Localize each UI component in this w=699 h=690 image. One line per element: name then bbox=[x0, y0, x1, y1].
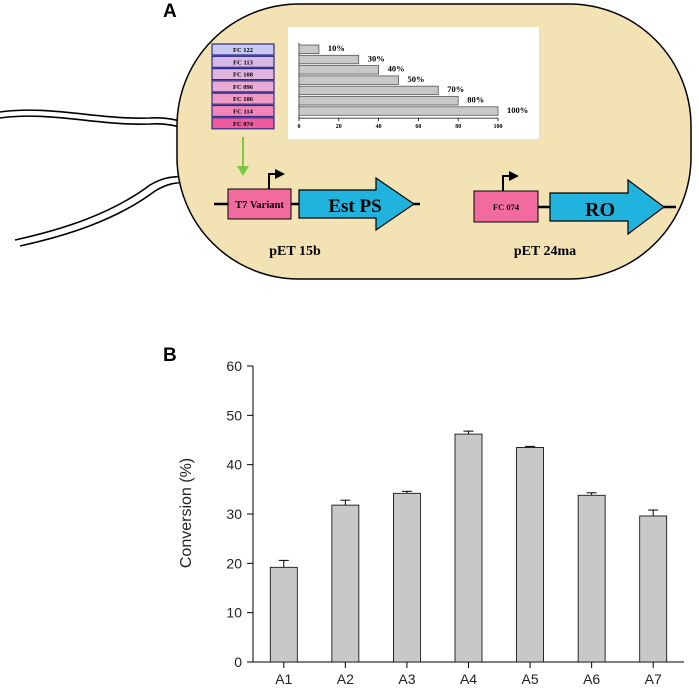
inset-x-tick-label: 80 bbox=[455, 124, 461, 130]
green-down-arrow-icon bbox=[237, 137, 249, 176]
bent-arrow-icon bbox=[502, 171, 519, 191]
library-promoter-box: FC 113 bbox=[211, 55, 275, 68]
x-tick-label: A6 bbox=[583, 671, 600, 687]
panel-b-letter: B bbox=[163, 345, 177, 366]
construct-2: FC 074 RO pET 24ma bbox=[473, 171, 676, 259]
panel-a-letter: A bbox=[163, 1, 177, 22]
library-promoter-box: FC 186 bbox=[211, 92, 275, 105]
inset-bar bbox=[298, 96, 459, 106]
x-tick-label: A1 bbox=[275, 671, 292, 687]
bar bbox=[454, 433, 483, 663]
x-tick-label: A2 bbox=[337, 671, 354, 687]
y-tick-label: 30 bbox=[226, 506, 242, 522]
promoter-label-1: T7 Variant bbox=[235, 200, 284, 211]
x-tick-label: A7 bbox=[645, 671, 662, 687]
gene-arrow-2 bbox=[549, 178, 665, 236]
plasmid-label-2: pET 24ma bbox=[514, 244, 576, 259]
promoter-label-2: FC 074 bbox=[493, 202, 520, 212]
inset-bar-label: 40% bbox=[388, 64, 405, 74]
inset-bar-label: 100% bbox=[507, 105, 528, 115]
promoter-strength-chart: 10% 30%40%50% 70%80% 100% 0 20 40 60 80 100 bbox=[298, 43, 528, 130]
inset-bar-label: 10% bbox=[328, 43, 345, 53]
library-promoter-label: FC 186 bbox=[233, 96, 254, 103]
plasmid-label-1: pET 15b bbox=[269, 244, 321, 259]
y-axis-title: Conversion (%) bbox=[178, 458, 195, 568]
inset-x-tick-label: 20 bbox=[336, 124, 342, 130]
inset-bar-label: 30% bbox=[368, 53, 385, 63]
inset-bar-label: 80% bbox=[467, 95, 484, 105]
bar bbox=[516, 446, 544, 663]
inset-x-tick-label: 40 bbox=[376, 124, 382, 130]
library-promoter-label: FC 074 bbox=[233, 121, 254, 128]
y-tick-label: 20 bbox=[226, 555, 242, 571]
construct-1: T7 Variant Est PS pET 15b bbox=[214, 169, 420, 259]
inset-bar bbox=[298, 75, 399, 85]
library-promoter-label: FC 114 bbox=[233, 109, 253, 116]
inset-bar bbox=[298, 44, 320, 54]
library-promoter-label: FC 108 bbox=[233, 72, 254, 79]
library-promoter-label: FC 096 bbox=[233, 84, 254, 91]
inset-bar bbox=[298, 54, 360, 65]
bar bbox=[393, 492, 421, 663]
y-tick-label: 50 bbox=[226, 407, 242, 423]
x-tick-label: A4 bbox=[460, 671, 477, 687]
inset-bar bbox=[298, 65, 379, 75]
gene-label-2: RO bbox=[585, 199, 615, 221]
bar bbox=[639, 515, 668, 663]
bar bbox=[577, 494, 606, 663]
inset-x-tick-label: 60 bbox=[415, 124, 421, 130]
x-tick-label: A3 bbox=[398, 671, 415, 687]
inset-bar-label: 50% bbox=[408, 74, 425, 84]
inset-x-tick-label: 100 bbox=[494, 124, 503, 130]
bar bbox=[331, 504, 360, 663]
library-promoter-box: FC 074 bbox=[211, 117, 275, 130]
y-tick-label: 10 bbox=[226, 605, 242, 621]
library-promoter-box: FC 122 bbox=[211, 43, 275, 56]
library-promoter-box: FC 096 bbox=[211, 80, 275, 93]
y-tick-label: 0 bbox=[234, 654, 242, 670]
y-tick-label: 60 bbox=[226, 358, 242, 374]
gene-arrow-1 bbox=[298, 176, 416, 232]
library-promoter-box: FC 108 bbox=[211, 67, 275, 81]
library-promoter-label: FC 122 bbox=[233, 47, 253, 54]
inset-bar bbox=[298, 85, 439, 96]
gene-label-1: Est PS bbox=[328, 196, 381, 217]
bar bbox=[269, 566, 298, 663]
flagella bbox=[0, 109, 189, 247]
promoter-library: FC 122 FC 113 FC 108 FC 096 FC 186 FC 114 FC 0… bbox=[211, 43, 275, 130]
bent-arrow-icon bbox=[268, 169, 285, 189]
x-tick-label: A5 bbox=[522, 671, 539, 687]
promoter-box-2 bbox=[473, 190, 539, 223]
library-promoter-label: FC 113 bbox=[233, 59, 253, 66]
inset-bar bbox=[298, 106, 499, 116]
y-tick-label: 40 bbox=[226, 457, 242, 473]
inset-bar-label: 70% bbox=[447, 84, 464, 94]
inset-x-tick-label: 0 bbox=[298, 124, 301, 130]
library-promoter-box: FC 114 bbox=[211, 104, 275, 118]
promoter-box-1 bbox=[227, 188, 292, 220]
